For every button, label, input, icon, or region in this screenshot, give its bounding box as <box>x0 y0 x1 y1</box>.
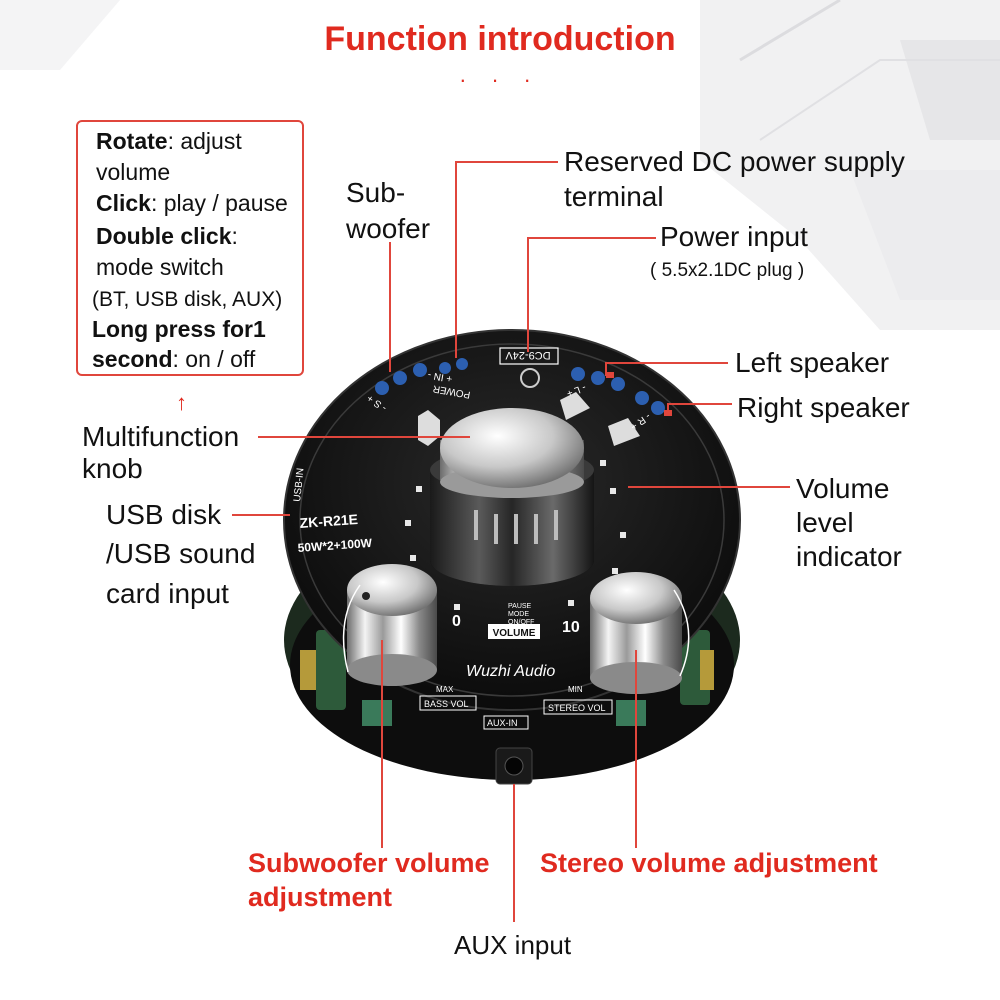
green-capacitor <box>362 700 392 726</box>
rotate-key: Rotate <box>96 128 168 154</box>
label-usb-1: USB disk <box>106 499 222 530</box>
label-volume-level-2: level <box>796 507 854 538</box>
up-arrow-icon: ↑ <box>176 390 187 415</box>
pcb-aux-in: AUX-IN <box>487 718 518 728</box>
label-volume-level-3: indicator <box>796 541 902 572</box>
long-press-line-2: second: on / off <box>92 344 255 375</box>
dc-jack <box>520 368 540 388</box>
long-press-value: : on / off <box>172 346 256 372</box>
double-click-key: Double click <box>96 223 232 249</box>
label-volume-level-1: Volume <box>796 473 890 504</box>
pcb-volume-badge: VOLUME <box>493 628 536 639</box>
click-key: Click <box>96 190 151 216</box>
speaker-l-icon <box>560 392 590 420</box>
pcb-power-rating: 50W*2+100W <box>297 536 373 555</box>
speaker-r-icon <box>608 418 640 446</box>
mode-switch-line: mode switch <box>96 254 224 280</box>
pcb-in-label: + IN - <box>427 369 453 384</box>
label-multifunction-1: Multifunction <box>82 421 240 452</box>
pcb-scale-max: 10 <box>562 619 580 636</box>
label-subwoofer-volume-2: adjustment <box>248 882 393 912</box>
pcb-mode-label: MODE <box>508 611 529 618</box>
rotate-line-2: volume <box>96 159 171 185</box>
pcb-dc-label: DC9-24V <box>505 349 551 361</box>
pcb-bass-vol: BASS VOL <box>424 699 469 709</box>
rotate-line: Rotate: adjust <box>96 126 242 157</box>
speaker-terminals <box>375 358 665 415</box>
pcb-scale-min: 0 <box>452 613 461 630</box>
page-title: Function introduction <box>324 20 676 58</box>
label-aux-input: AUX input <box>454 930 572 960</box>
title-decoration-dots: . . . <box>459 62 541 87</box>
pcb-onoff-label: ON/OFF <box>508 619 534 626</box>
pcb-stereo-vol: STEREO VOL <box>548 703 606 713</box>
pcb-brand: Wuzhi Audio <box>466 663 555 680</box>
pcb-usb-label: USB-IN <box>292 467 306 502</box>
long-press-key-2: second <box>92 346 173 372</box>
long-press-key: Long press for1 <box>92 316 266 342</box>
label-reserved-dc-1: Reserved DC power supply <box>564 146 905 177</box>
rotate-value: : adjust <box>167 128 242 154</box>
mode-options-line: (BT, USB disk, AUX) <box>92 288 283 311</box>
label-power-input-note: ( 5.5x2.1DC plug ) <box>650 260 805 281</box>
pcb-min-label: MIN <box>568 685 583 694</box>
function-description-box: Rotate: adjust volume Click: play / paus… <box>76 120 304 376</box>
double-click-colon: : <box>231 223 238 249</box>
pcb-pause-label: PAUSE <box>508 603 532 610</box>
label-multifunction-2: knob <box>82 453 143 484</box>
pcb-max-label: MAX <box>436 685 454 694</box>
pcb-model: ZK-R21E <box>299 511 358 531</box>
label-reserved-dc-2: terminal <box>564 181 664 212</box>
label-subwoofer-2: woofer <box>346 213 431 244</box>
label-subwoofer-volume-1: Subwoofer volume <box>248 848 490 878</box>
label-left-speaker: Left speaker <box>735 347 890 378</box>
click-value: : play / pause <box>150 190 288 216</box>
stereo-knob-graphic <box>590 572 682 694</box>
bass-knob-graphic <box>347 564 437 686</box>
label-right-speaker: Right speaker <box>737 392 910 423</box>
label-subwoofer-1: Sub- <box>346 177 406 208</box>
long-press-line: Long press for1 <box>92 314 266 345</box>
label-usb-3: card input <box>106 578 229 609</box>
click-line: Click: play / pause <box>96 188 288 219</box>
label-usb-2: /USB sound <box>106 538 256 569</box>
double-click-line: Double click: <box>96 221 238 252</box>
label-stereo-volume: Stereo volume adjustment <box>540 848 878 878</box>
label-power-input: Power input <box>660 221 808 252</box>
multifunction-knob-graphic <box>430 408 594 586</box>
